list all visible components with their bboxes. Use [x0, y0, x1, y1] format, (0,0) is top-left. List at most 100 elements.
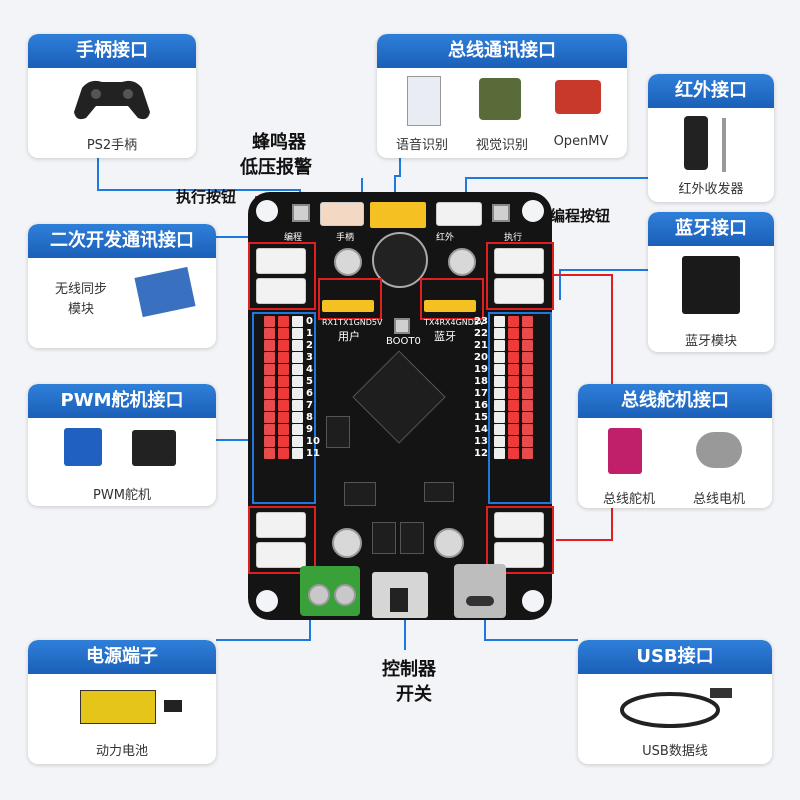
- uart-box: [318, 278, 382, 320]
- bus-servo-box-top-right: [486, 242, 554, 310]
- silk-uart-pins: RX1TX1GND5V: [322, 318, 383, 327]
- usb-c-port: [454, 564, 506, 618]
- bus-servo-connector: [256, 278, 306, 304]
- driver-chip: [326, 416, 350, 448]
- bus-servo-box-bottom-left: [248, 506, 316, 574]
- silk-right-mid: 红外: [436, 233, 455, 243]
- wireless-module-icon: [134, 266, 196, 318]
- switch-callout-line1: 控制器: [382, 659, 436, 680]
- pwm-pins-right-gnd: [494, 316, 506, 460]
- receiver-icon: [722, 118, 726, 172]
- line-bus-servo-bottom: [556, 500, 613, 541]
- bus-servo-box-top-left: [248, 242, 316, 310]
- bt-box: [420, 278, 484, 320]
- boot-button: [394, 318, 410, 334]
- usb-cable-icon: [620, 688, 732, 728]
- capacitor: [448, 248, 476, 276]
- pwm-pins-left-signal: [264, 316, 276, 460]
- panel-bluetooth-title: 蓝牙接口: [648, 212, 774, 246]
- line-bus-comm: [394, 158, 401, 196]
- logic-chip: [424, 482, 454, 502]
- silk-left-top: 编程: [284, 233, 303, 243]
- panel-secondary-title: 二次开发通讯接口: [28, 224, 216, 258]
- right-channel-numbers: 23 22 21 20 19 18 17 16 15 14 13 12: [474, 316, 488, 459]
- panel-bus-servo-item-motor: 总线电机: [692, 492, 745, 507]
- battery-icon: [80, 690, 156, 724]
- battery-plug-icon: [164, 700, 182, 712]
- program-button: [492, 204, 510, 222]
- panel-bus-servo-item-servo: 总线舵机: [602, 492, 655, 507]
- panel-bus-servo-title: 总线舵机接口: [578, 384, 772, 418]
- bus-servo-connector: [494, 512, 544, 538]
- mosfet: [400, 522, 424, 554]
- capacitor: [332, 528, 362, 558]
- usb-c-opening: [466, 596, 494, 606]
- mosfet: [372, 522, 396, 554]
- panel-bus-servo: 总线舵机接口 总线舵机 总线电机: [578, 384, 772, 508]
- voice-module-icon: [407, 76, 441, 126]
- line-usb: [484, 612, 578, 641]
- bus-servo-connector: [256, 248, 306, 274]
- vision-module-icon: [479, 78, 521, 120]
- panel-power-title: 电源端子: [28, 640, 216, 674]
- buzzer-callout-line2: 低压报警: [240, 157, 312, 178]
- panel-power: 电源端子 动力电池: [28, 640, 216, 764]
- mount-hole: [522, 590, 544, 612]
- mount-hole: [256, 200, 278, 222]
- panel-infrared: 红外接口 红外收发器: [648, 74, 774, 202]
- pwm-servo-icon: [132, 430, 176, 466]
- pwm-pins-right-vcc: [508, 316, 520, 460]
- left-channel-numbers: 0 1 2 3 4 5 6 7 8 9 10 11: [306, 316, 320, 459]
- run-button-callout: 执行按钮: [176, 188, 237, 206]
- bus-servo-connector: [494, 278, 544, 304]
- bus-servo-connector: [494, 542, 544, 568]
- panel-usb: USB接口 USB数据线: [578, 640, 772, 764]
- regulator-chip: [344, 482, 376, 506]
- panel-secondary-caption-1: 无线同步: [54, 282, 107, 297]
- bus-servo-connector: [494, 248, 544, 274]
- panel-bus-comm-item-openmv: OpenMV: [553, 134, 609, 149]
- bus-servo-icon: [608, 428, 642, 474]
- pwm-box-right: [488, 312, 552, 504]
- capacitor: [434, 528, 464, 558]
- buzzer-callout-line1: 蜂鸣器: [252, 132, 306, 153]
- silk-mid-top: 手柄: [336, 233, 355, 243]
- silk-bt-pins: TX4RX4GND5V: [424, 318, 485, 327]
- bluetooth-module-icon: [682, 256, 740, 314]
- pwm-pins-left-gnd: [292, 316, 304, 460]
- controller-board: 编程 手柄 红外 执行 RX1TX1GND5V TX4RX4GND5V 用户 蓝…: [248, 192, 554, 620]
- silk-user: 用户: [338, 330, 360, 343]
- silk-boot: BOOT0: [386, 336, 421, 347]
- panel-pwm: PWM舵机接口 PWM舵机: [28, 384, 216, 506]
- remote-icon: [684, 116, 708, 170]
- infrared-connector: [436, 202, 482, 226]
- bus-servo-box-bottom-right: [486, 506, 554, 574]
- gamepad-icon: [74, 80, 150, 120]
- run-button-connector: [320, 202, 364, 226]
- panel-ps2-title: 手柄接口: [28, 34, 196, 68]
- panel-pwm-title: PWM舵机接口: [28, 384, 216, 418]
- panel-infrared-caption: 红外收发器: [678, 182, 744, 197]
- pwm-pins-left-vcc: [278, 316, 290, 460]
- program-button-callout: 编程按钮: [550, 207, 611, 225]
- panel-bluetooth-caption: 蓝牙模块: [684, 334, 737, 349]
- bus-servo-connector: [256, 542, 306, 568]
- panel-secondary: 二次开发通讯接口 无线同步 模块: [28, 224, 216, 348]
- panel-infrared-title: 红外接口: [648, 74, 774, 108]
- panel-bluetooth: 蓝牙接口 蓝牙模块: [648, 212, 774, 352]
- mount-hole: [256, 590, 278, 612]
- panel-usb-title: USB接口: [578, 640, 772, 674]
- panel-secondary-caption-2: 模块: [67, 302, 94, 317]
- silk-bt: 蓝牙: [434, 330, 456, 343]
- panel-pwm-caption: PWM舵机: [93, 488, 151, 503]
- panel-bus-comm-title: 总线通讯接口: [377, 34, 627, 68]
- pwm-pins-right-signal: [522, 316, 534, 460]
- openmv-icon: [555, 80, 601, 114]
- uart-header: [322, 300, 374, 312]
- bt-header: [424, 300, 476, 312]
- pwm-servo-icon: [64, 428, 102, 466]
- pwm-box-left: [252, 312, 316, 504]
- panel-ps2: 手柄接口 PS2手柄: [28, 34, 196, 158]
- line-power: [216, 610, 311, 641]
